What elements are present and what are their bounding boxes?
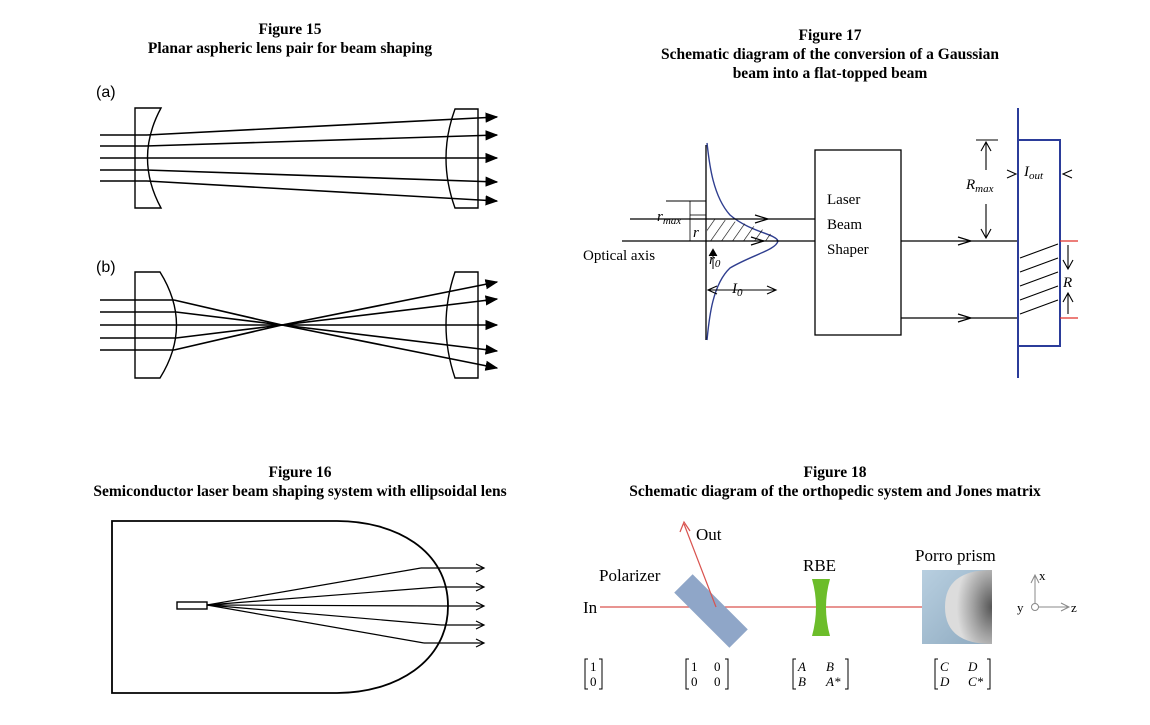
rbe-lens <box>812 579 830 636</box>
iout-right-arrow <box>1061 169 1073 179</box>
svg-text:B: B <box>826 659 834 674</box>
rays-b <box>100 279 499 371</box>
figure-17-diagram: rmax r r0 Optical axis I0 Laser Beam Sha… <box>583 108 1078 378</box>
figure-15-diagram: (a) (b) <box>96 84 499 379</box>
shaper-label-2: Beam <box>827 217 862 233</box>
out-beam-arrow <box>679 520 691 533</box>
svg-text:C*: C* <box>968 674 984 689</box>
svg-text:1: 1 <box>590 659 597 674</box>
r0-arrow-head <box>708 248 718 257</box>
polarizer-label: Polarizer <box>599 566 661 585</box>
figure-17-caption: Figure 17 Schematic diagram of the conve… <box>600 26 1060 83</box>
out-beam <box>683 523 717 608</box>
svg-text:1: 1 <box>691 659 698 674</box>
R-arrow-down-head <box>1062 259 1074 271</box>
matrix-rbe: A B B A* <box>792 658 849 690</box>
beam-top-in-arrow <box>754 214 771 224</box>
i0-left-head <box>706 285 718 295</box>
panel-b-label: (b) <box>96 259 116 276</box>
figure-15-number: Figure 15 <box>258 21 322 38</box>
rmax-label: rmax <box>657 209 681 227</box>
beam-out-bottom-arrow <box>957 313 974 323</box>
matrix-porro: C D D C* <box>934 658 991 690</box>
optical-axis-label: Optical axis <box>583 248 655 264</box>
axis-z-label: z <box>1071 600 1077 615</box>
svg-text:A*: A* <box>825 674 841 689</box>
rays-16-heads <box>475 563 486 648</box>
iout-label: Iout <box>1023 164 1044 182</box>
R-label: R <box>1062 275 1072 291</box>
svg-text:B: B <box>798 674 806 689</box>
concave-lens-a <box>134 107 163 209</box>
svg-text:D: D <box>967 659 978 674</box>
rays-a <box>100 112 499 206</box>
porro-label: Porro prism <box>915 546 996 565</box>
svg-text:0: 0 <box>691 674 698 689</box>
svg-text:0: 0 <box>590 674 597 689</box>
svg-text:0: 0 <box>714 674 721 689</box>
rbe-label: RBE <box>803 556 836 575</box>
shaper-label-3: Shaper <box>827 242 869 258</box>
in-label: In <box>583 598 598 617</box>
shaper-label-1: Laser <box>827 192 860 208</box>
figure-16-diagram <box>111 520 486 694</box>
i0-label: I0 <box>731 281 743 299</box>
figure-18-caption: Figure 18 Schematic diagram of the ortho… <box>570 463 1100 501</box>
figure-17-title-line1: Schematic diagram of the conversion of a… <box>661 46 999 63</box>
ellipsoidal-lens-outline <box>111 520 449 694</box>
rmax-out-arrow-down-head <box>980 228 992 240</box>
figure-17-number: Figure 17 <box>798 27 862 44</box>
figure-18-number: Figure 18 <box>803 464 867 481</box>
figure-15-title: Planar aspheric lens pair for beam shapi… <box>147 40 433 57</box>
axis-x-label: x <box>1039 568 1046 583</box>
out-label: Out <box>696 525 722 544</box>
axis-z-head <box>1060 602 1071 612</box>
matrix-input-vector: 1 0 <box>584 658 603 690</box>
panel-a-label: (a) <box>96 84 116 101</box>
rays-16 <box>206 567 483 644</box>
polarizer-plate <box>674 574 748 648</box>
flat-top-profile <box>1018 139 1061 347</box>
rmax-out-arrow-up-head <box>980 140 992 152</box>
porro-prism-face <box>945 570 992 644</box>
svg-text:D: D <box>939 674 950 689</box>
r0-label: r0 <box>709 252 721 270</box>
r-label: r <box>693 225 699 241</box>
svg-text:0: 0 <box>714 659 721 674</box>
beam-out-axis-arrow <box>957 236 974 246</box>
svg-text:C: C <box>940 659 949 674</box>
figure-16-title: Semiconductor laser beam shaping system … <box>93 483 507 500</box>
svg-text:A: A <box>797 659 806 674</box>
flat-top-hatch <box>1019 243 1059 315</box>
axis-y-dot <box>1031 603 1039 611</box>
Rmax-label: Rmax <box>965 177 994 195</box>
matrix-polarizer: 1 0 0 0 <box>685 658 729 690</box>
axis-x-head <box>1030 573 1040 584</box>
laser-beam-shaper-box <box>814 149 902 336</box>
figure-18-title: Schematic diagram of the orthopedic syst… <box>629 483 1041 500</box>
R-arrow-up-head <box>1062 291 1074 303</box>
axis-y-label: y <box>1017 600 1024 615</box>
figure-16-caption: Figure 16 Semiconductor laser beam shapi… <box>20 463 580 501</box>
iout-left-arrow <box>1006 169 1018 179</box>
figure-17-title-line2: beam into a flat-topped beam <box>732 65 928 82</box>
axis-in-arrow <box>750 236 767 246</box>
figure-15-caption: Figure 15 Planar aspheric lens pair for … <box>60 20 520 58</box>
i0-right-head <box>766 285 778 295</box>
figure-16-number: Figure 16 <box>268 464 332 481</box>
